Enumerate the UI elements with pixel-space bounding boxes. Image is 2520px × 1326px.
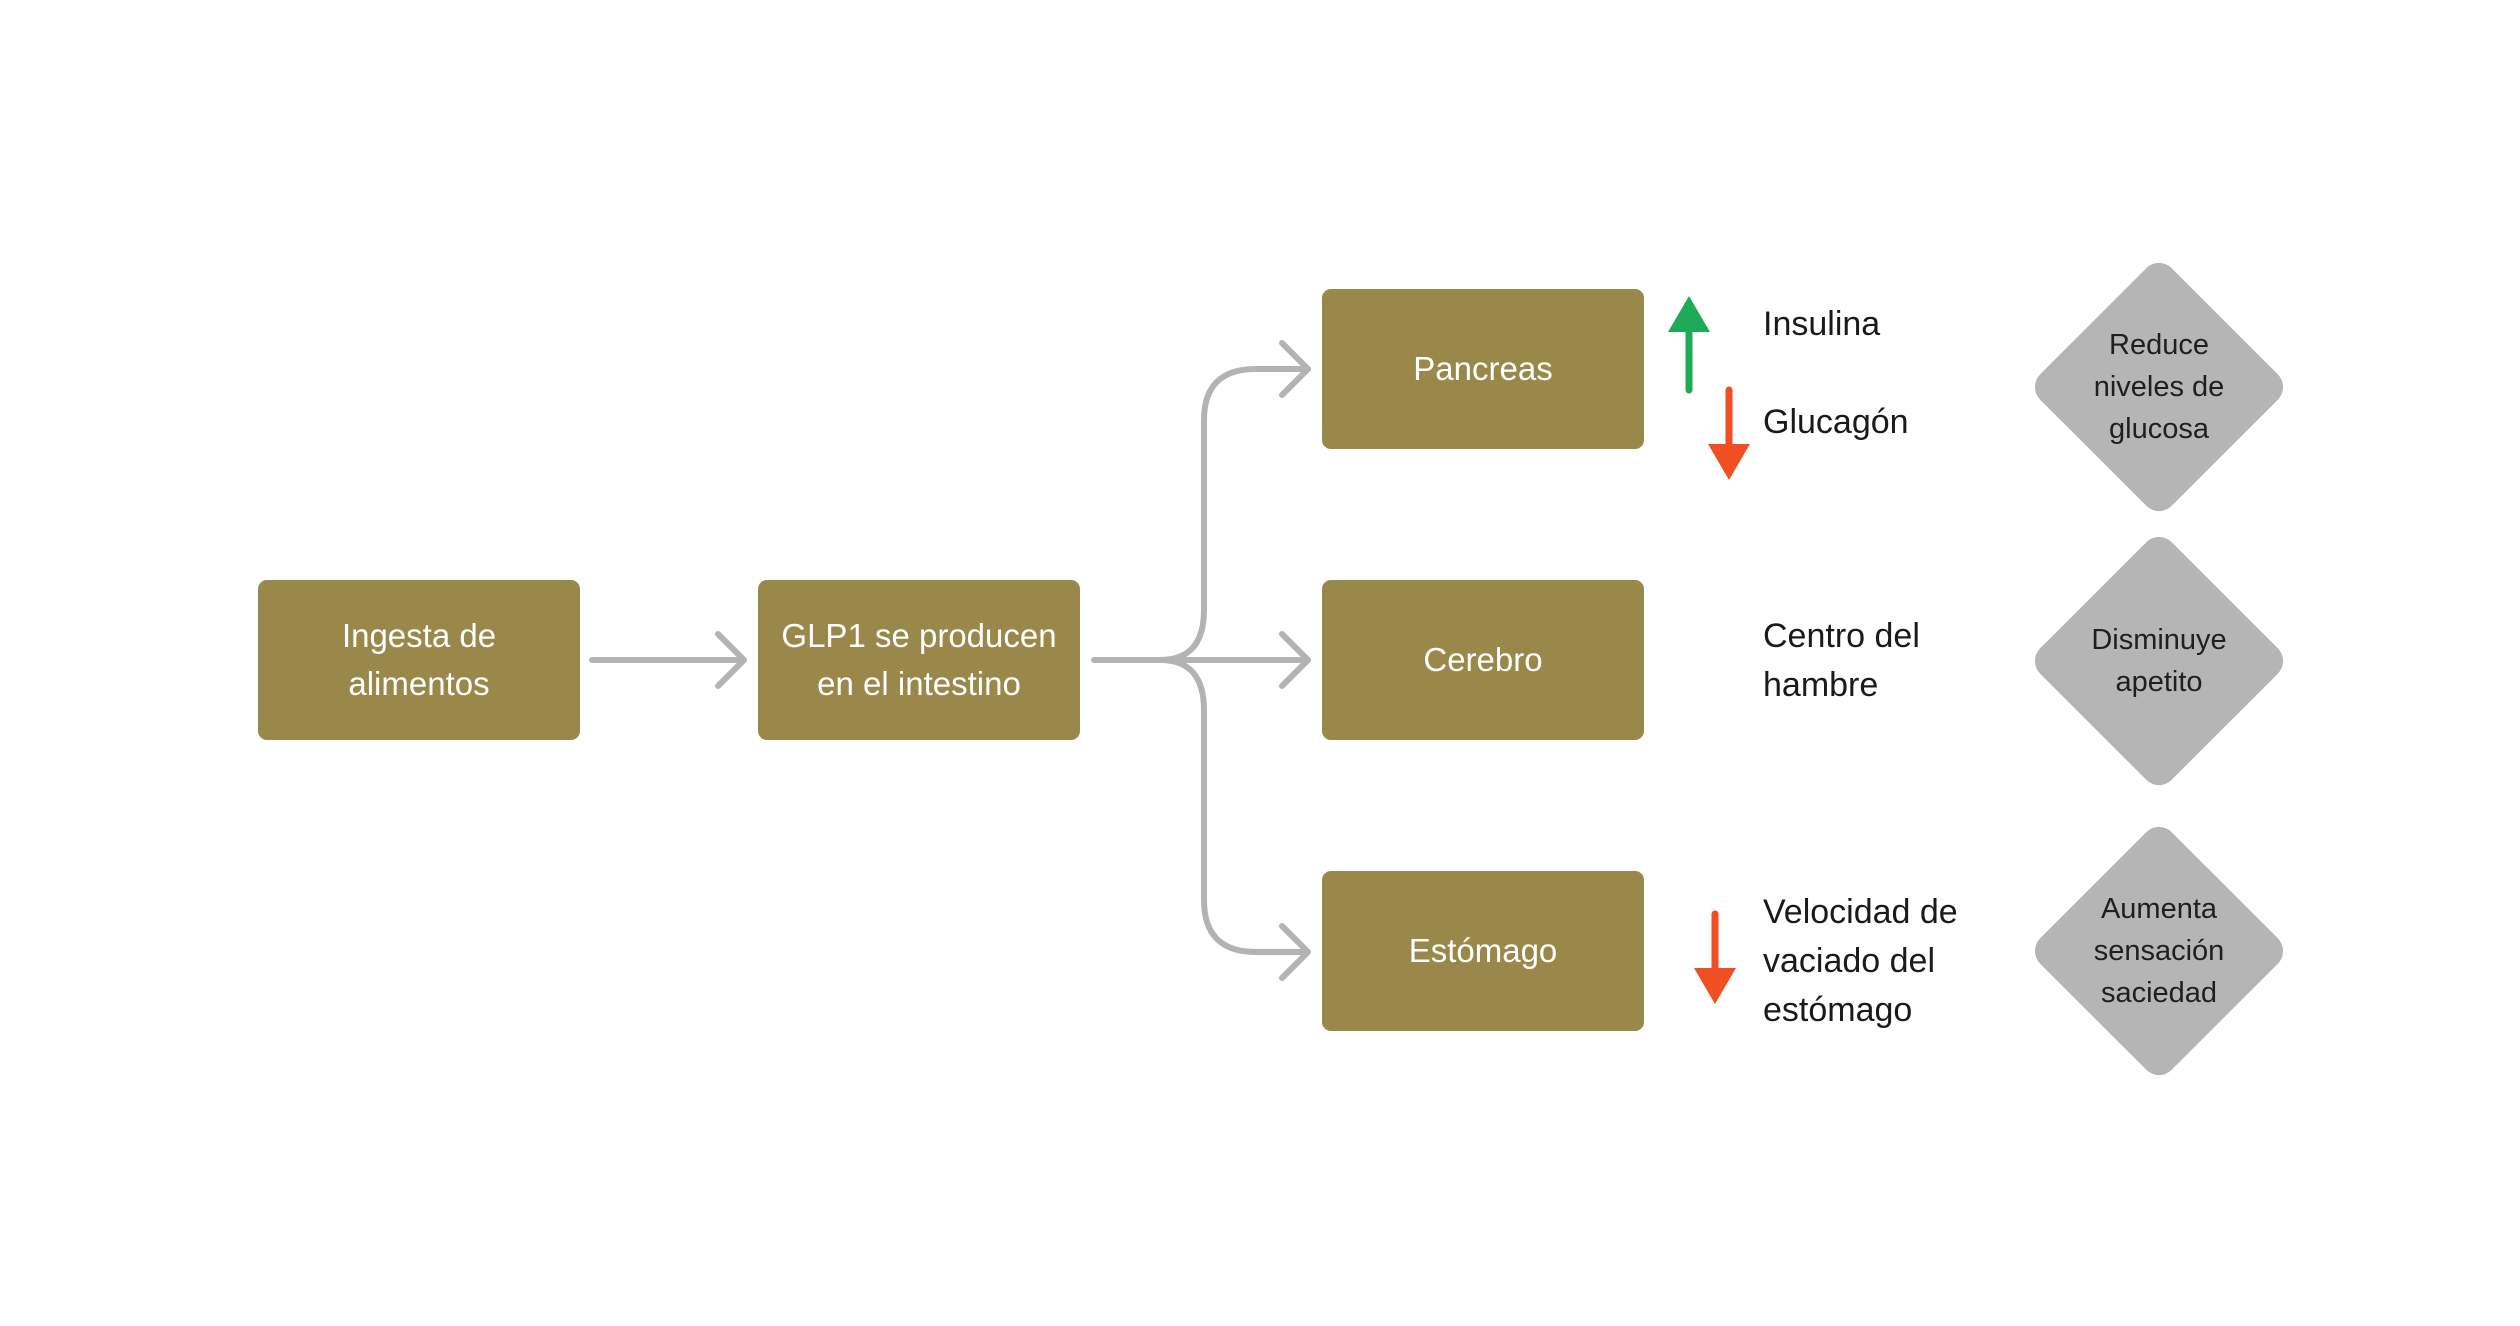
- connector-glp1-to-cerebro: [1091, 631, 1311, 689]
- node-glp1: GLP1 se producen en el intestino: [758, 580, 1080, 740]
- outcome-saciedad-line1: Aumenta: [2100, 893, 2218, 925]
- effect-glucagon: Glucagón: [1763, 398, 1909, 447]
- outcome-saciedad-text: Aumenta sensación saciedad: [2028, 820, 2290, 1082]
- outcome-apetito-text: Disminuye apetito: [2028, 530, 2290, 792]
- effect-velocidad-vaciado: Velocidad de vaciado del estómago: [1763, 888, 1958, 1035]
- node-pancreas-label: Pancreas: [1413, 350, 1553, 387]
- node-cerebro: Cerebro: [1322, 580, 1644, 740]
- node-glp1-line1: GLP1 se producen: [781, 617, 1057, 654]
- effect-insulina: Insulina: [1763, 300, 1880, 349]
- connector-ingesta-to-glp1: [589, 631, 747, 689]
- outcome-glucosa: Reduce niveles de glucosa: [2027, 255, 2291, 519]
- node-ingesta-line2: alimentos: [348, 665, 490, 702]
- node-ingesta: Ingesta de alimentos: [258, 580, 580, 740]
- node-cerebro-label: Cerebro: [1423, 641, 1543, 678]
- node-pancreas: Pancreas: [1322, 289, 1644, 449]
- effect-insulina-label: Insulina: [1763, 305, 1881, 343]
- effect-glucagon-label: Glucagón: [1763, 403, 1909, 441]
- arrow-down-icon: [1694, 910, 1736, 1004]
- connector-glp1-to-estomago: [1157, 657, 1311, 981]
- effect-centro-hambre: Centro del hambre: [1763, 612, 1920, 710]
- effect-centro-line2: hambre: [1763, 666, 1879, 704]
- outcome-apetito: Disminuye apetito: [2027, 529, 2291, 793]
- outcome-glucosa-line2: niveles de: [2093, 371, 2225, 403]
- outcome-glucosa-text: Reduce niveles de glucosa: [2028, 256, 2290, 518]
- node-ingesta-line1: Ingesta de: [341, 617, 497, 654]
- effect-centro-line1: Centro del: [1763, 617, 1920, 655]
- outcome-glucosa-line1: Reduce: [2109, 329, 2209, 361]
- outcome-apetito-line1: Disminuye: [2091, 624, 2227, 656]
- node-estomago: Estómago: [1322, 871, 1644, 1031]
- outcome-saciedad: Aumenta sensación saciedad: [2027, 819, 2291, 1083]
- outcome-saciedad-line3: saciedad: [2100, 977, 2218, 1009]
- arrow-down-icon: [1708, 386, 1750, 480]
- effect-velocidad-line1: Velocidad de: [1763, 893, 1958, 931]
- outcome-saciedad-line2: sensación: [2093, 935, 2225, 967]
- outcome-glucosa-line3: glucosa: [2109, 413, 2209, 445]
- effect-velocidad-line2: vaciado del: [1763, 942, 1936, 980]
- arrow-up-icon: [1668, 296, 1710, 394]
- connector-glp1-to-pancreas: [1157, 340, 1311, 663]
- node-estomago-label: Estómago: [1408, 932, 1558, 969]
- outcome-apetito-line2: apetito: [2115, 666, 2203, 698]
- node-glp1-line2: en el intestino: [817, 665, 1021, 702]
- effect-velocidad-line3: estómago: [1763, 991, 1913, 1029]
